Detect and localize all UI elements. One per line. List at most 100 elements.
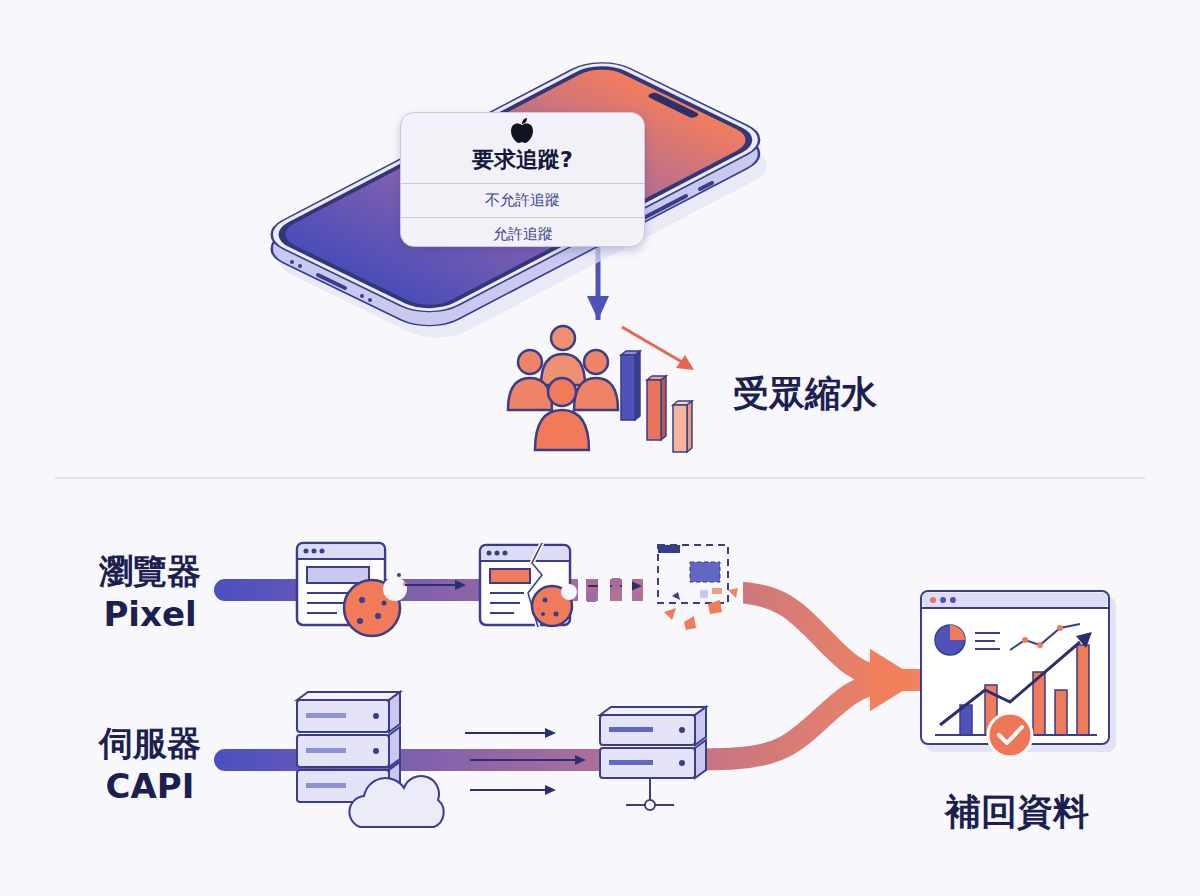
server-led <box>373 783 379 789</box>
window-dot <box>304 549 309 554</box>
window-text-line <box>307 612 337 614</box>
window-text-line <box>490 612 514 614</box>
band-fragment <box>700 590 708 598</box>
phone-body <box>255 54 776 320</box>
cookie-chip <box>357 618 363 624</box>
person-head <box>548 378 576 406</box>
cookie <box>532 586 572 626</box>
decline-arrow-line <box>622 327 682 362</box>
pie-chart <box>935 625 965 655</box>
server-icon <box>600 707 706 810</box>
flow-arrow-line <box>470 789 546 791</box>
text-line <box>975 640 995 642</box>
check-mark <box>999 727 1022 743</box>
server-side <box>695 707 706 745</box>
flow-source: 瀏覽器 Pixel <box>75 545 225 640</box>
window-crack <box>528 543 542 627</box>
chart-bar <box>1033 672 1045 735</box>
node-label: 伺服器 CAPI <box>75 722 225 807</box>
shard <box>728 588 738 598</box>
server-port <box>645 800 655 810</box>
cloud-icon <box>349 776 443 827</box>
bar-top <box>673 401 692 405</box>
flow-arrow-head <box>545 728 556 738</box>
band-gap <box>598 576 610 606</box>
shrinking-bars <box>621 351 692 452</box>
flow-arrow <box>596 247 601 320</box>
chart-point <box>1037 642 1043 648</box>
broken-browser-window <box>480 543 570 627</box>
window-text-line <box>490 602 520 604</box>
decline-arrow <box>622 327 694 370</box>
phone-button <box>700 183 712 189</box>
window-dot <box>950 597 956 603</box>
window-banner <box>307 567 369 583</box>
dashboard-window: 補回資料 <box>920 590 1110 745</box>
server-top <box>297 692 400 700</box>
cookie-chip <box>359 597 365 603</box>
speaker-hole <box>360 294 364 298</box>
cookie-icon <box>344 573 407 636</box>
bar-top <box>621 351 640 355</box>
flow-arrow <box>465 728 586 795</box>
apple-logo <box>511 123 533 143</box>
browser-window <box>297 543 385 625</box>
window-crack <box>528 543 542 627</box>
person-body <box>541 354 585 385</box>
node-label: 受眾縮水 <box>733 370 877 419</box>
shard <box>672 592 680 600</box>
dissolving-window-block <box>690 562 720 582</box>
window-frame <box>480 545 570 625</box>
data-stream-band <box>225 590 920 680</box>
server-slot <box>306 713 346 718</box>
flow-arrow <box>405 580 466 590</box>
bar-side <box>661 376 666 440</box>
cookie <box>344 580 400 636</box>
node-label: 要求追蹤? <box>401 145 644 183</box>
person-body <box>574 378 618 410</box>
chart-point <box>1057 625 1063 631</box>
window-text-line <box>490 592 524 594</box>
bar-top <box>647 376 666 380</box>
phone-screen <box>273 63 758 311</box>
flow-arrow-head <box>455 580 466 590</box>
flow-arrow-head <box>575 755 586 765</box>
server-side <box>389 762 400 802</box>
dissolving-window <box>658 545 728 603</box>
bar <box>673 405 687 452</box>
phone-notch <box>646 92 701 119</box>
band-gap <box>578 576 586 606</box>
shard <box>664 608 676 620</box>
server-top <box>600 707 706 715</box>
person-body <box>508 378 552 410</box>
person-head <box>584 350 608 374</box>
shard <box>684 616 696 630</box>
node-label: 瀏覽器 Pixel <box>75 550 225 635</box>
server-cable <box>626 804 674 806</box>
window-dot <box>503 551 508 556</box>
window-dot <box>495 551 500 556</box>
flow-arrow-line <box>588 585 632 587</box>
phone-port <box>318 275 345 288</box>
phone-shadow <box>263 80 784 346</box>
server-side <box>389 727 400 767</box>
window-dot <box>320 549 325 554</box>
band-gap <box>643 574 743 608</box>
bar-side <box>635 351 640 420</box>
dashboard-content <box>921 593 1109 758</box>
audience-group: 受眾縮水 <box>505 320 900 455</box>
window-dot <box>487 551 492 556</box>
band-fragment <box>712 588 722 594</box>
server-led <box>373 748 379 754</box>
trend-arrow-head <box>1076 632 1092 648</box>
bar-side <box>687 401 692 452</box>
cookie-chip <box>375 613 381 619</box>
speaker-hole <box>368 298 372 302</box>
person-head <box>518 350 542 374</box>
window-dot <box>930 597 936 603</box>
window-text-line <box>307 602 345 604</box>
trend-arrow <box>940 642 1080 725</box>
flow-arrow-head <box>545 785 556 795</box>
flow-arrow <box>588 581 642 591</box>
